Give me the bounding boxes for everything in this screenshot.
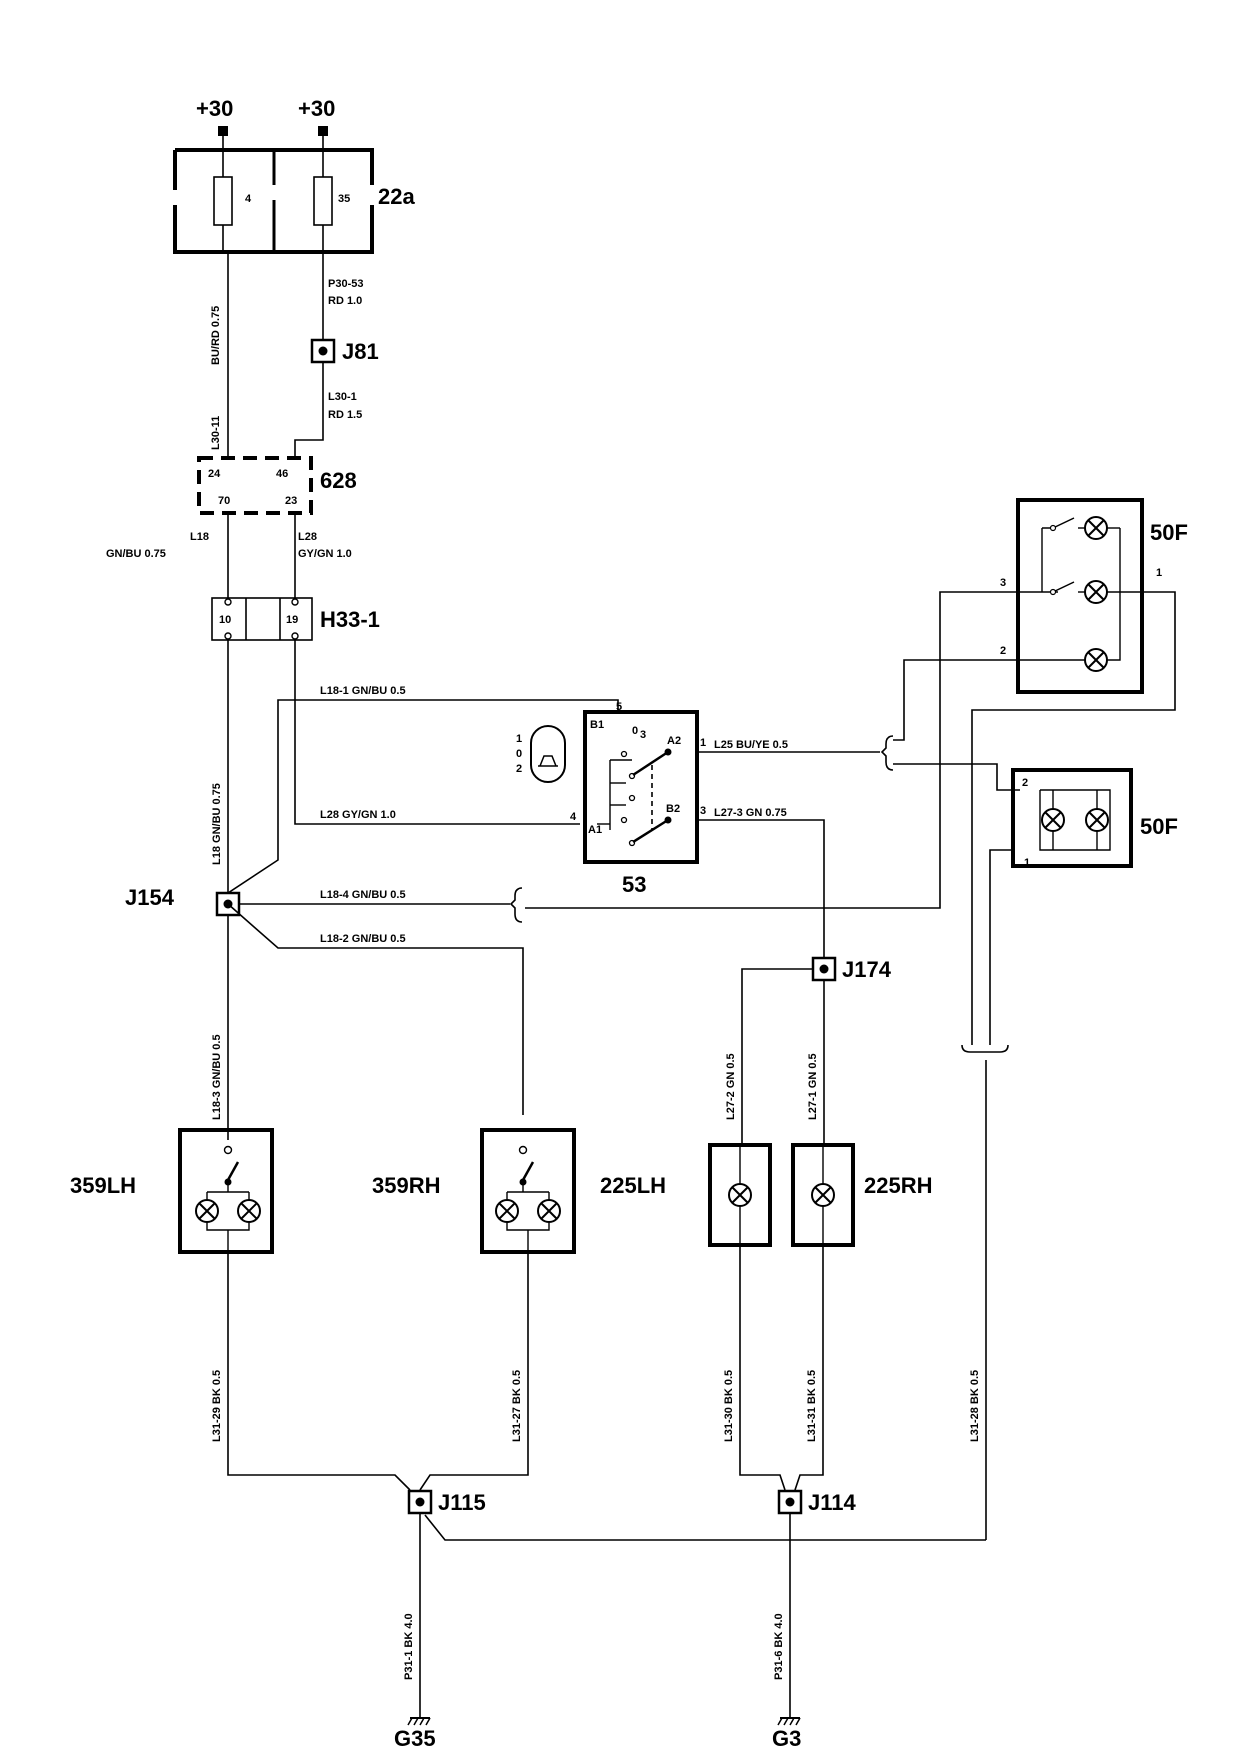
lamp-359rh-label: 359RH (372, 1173, 440, 1198)
switch-c3: 3 (640, 729, 646, 741)
wire-l18-4-label: L18-4 GN/BU 0.5 (320, 889, 406, 901)
symbol-pos-2: 2 (516, 763, 522, 775)
50f-bot-pin-1: 1 (1024, 857, 1030, 869)
switch-pin-1: 1 (700, 737, 706, 749)
wire-l18-1-label: L18-1 GN/BU 0.5 (320, 685, 406, 697)
junction-j115: J115 (407, 1489, 486, 1515)
wire-p30-53-label: P30-53 (328, 278, 363, 290)
wire-l28-label: L28 (298, 531, 317, 543)
lamp-50f-bottom: 50F 2 1 (1011, 768, 1178, 869)
switch-c0: 0 (632, 725, 638, 737)
supply-label-left: +30 (196, 96, 233, 121)
wire-l18-vert-label: L18 GN/BU 0.75 (211, 783, 223, 865)
lamp-50f-top: 50F 3 2 1 (1000, 498, 1188, 694)
pin-70-label: 70 (218, 495, 230, 507)
symbol-pos-0: 0 (516, 748, 522, 760)
junction-j81-label: J81 (342, 339, 379, 364)
lamp-50f-top-label: 50F (1150, 520, 1188, 545)
supply-label-right: +30 (298, 96, 335, 121)
pin-23-label: 23 (285, 495, 297, 507)
switch-b2: B2 (666, 803, 680, 815)
junction-j114: J114 (777, 1489, 856, 1515)
switch-pin-4: 4 (570, 811, 577, 823)
ground-g35: G35 (394, 1717, 436, 1750)
switch-53: 5 4 1 3 B1 A2 B2 A1 0 3 53 (570, 701, 706, 897)
connector-628: 24 46 70 23 628 (197, 456, 357, 515)
connector-h33-1-label: H33-1 (320, 607, 380, 632)
wire-l27-3-label: L27-3 GN 0.75 (714, 807, 787, 819)
supply-plus30-right: +30 (298, 96, 335, 150)
wire-l30-11-label: L30-11 (210, 416, 222, 450)
fuse-35-label: 35 (338, 193, 350, 205)
wire-l31-27-label: L31-27 BK 0.5 (511, 1370, 523, 1442)
lamp-359lh: 359LH (70, 1128, 274, 1254)
junction-j154: J154 (125, 885, 241, 917)
switch-b1: B1 (590, 719, 604, 731)
supply-plus30-left: +30 (196, 96, 233, 150)
symbol-pos-1: 1 (516, 733, 522, 745)
junction-j115-label: J115 (438, 1490, 486, 1515)
fuse-35 (313, 176, 333, 226)
ground-g3: G3 (772, 1717, 801, 1750)
50f-top-pin-3: 3 (1000, 577, 1006, 589)
fusebox-22a: 4 35 22a (173, 148, 415, 254)
wire-l30-1-label: L30-1 (328, 391, 357, 403)
wire-rd-10-label: RD 1.0 (328, 295, 362, 307)
wire-l27-1-label: L27-1 GN 0.5 (807, 1053, 819, 1120)
switch-pin-5: 5 (616, 701, 622, 713)
wire-gygn-10-label: GY/GN 1.0 (298, 548, 352, 560)
switch-pin-3: 3 (700, 805, 706, 817)
junction-j174: J174 (811, 956, 892, 982)
wire-bu-rd-label: BU/RD 0.75 (210, 306, 222, 365)
wire-l31-31-label: L31-31 BK 0.5 (806, 1370, 818, 1442)
headlamp-switch-symbol: 1 0 2 (516, 725, 566, 783)
ground-g3-label: G3 (772, 1726, 801, 1750)
wire-p31-6-label: P31-6 BK 4.0 (773, 1613, 785, 1680)
fusebox-label: 22a (378, 184, 415, 209)
lamp-359lh-label: 359LH (70, 1173, 136, 1198)
lamp-225lh-label: 225LH (600, 1173, 666, 1198)
junction-j174-label: J174 (842, 957, 892, 982)
ground-g35-label: G35 (394, 1726, 436, 1750)
lamp-225rh: 225RH (791, 1143, 932, 1247)
switch-a1: A1 (588, 824, 602, 836)
wire-l18-2-label: L18-2 GN/BU 0.5 (320, 933, 406, 945)
wire-l28-mid-label: L28 GY/GN 1.0 (320, 809, 396, 821)
lamp-225lh: 225LH (600, 1143, 772, 1247)
wire-l18-label: L18 (190, 531, 209, 543)
wire-l27-2-label: L27-2 GN 0.5 (725, 1053, 737, 1120)
50f-top-pin-1: 1 (1156, 567, 1162, 579)
50f-bot-pin-2: 2 (1022, 777, 1028, 789)
lamp-225rh-label: 225RH (864, 1173, 932, 1198)
wire-gnbu-075-label: GN/BU 0.75 (106, 548, 166, 560)
connector-628-label: 628 (320, 468, 357, 493)
50f-top-pin-2: 2 (1000, 645, 1006, 657)
junction-j81: J81 (310, 338, 379, 364)
connector-h33-1: 10 19 H33-1 (211, 597, 380, 641)
pin-46-label: 46 (276, 468, 288, 480)
pin-24-label: 24 (208, 468, 221, 480)
switch-a2: A2 (667, 735, 681, 747)
lamp-50f-bottom-label: 50F (1140, 814, 1178, 839)
pin-10-label: 10 (219, 614, 231, 626)
pin-19-label: 19 (286, 614, 298, 626)
lamp-359rh: 359RH (372, 1128, 576, 1254)
junction-j154-label: J154 (125, 885, 175, 910)
wire-p31-1-label: P31-1 BK 4.0 (403, 1613, 415, 1680)
wire-rd-15-label: RD 1.5 (328, 409, 362, 421)
fuse-4 (213, 176, 233, 226)
wire-l18-3-label: L18-3 GN/BU 0.5 (211, 1034, 223, 1120)
wire-l31-28-label: L31-28 BK 0.5 (969, 1370, 981, 1442)
fuse-4-label: 4 (245, 193, 252, 205)
junction-j114-label: J114 (808, 1490, 856, 1515)
switch-53-label: 53 (622, 872, 646, 897)
wire-l25-label: L25 BU/YE 0.5 (714, 739, 788, 751)
wire-l31-29-label: L31-29 BK 0.5 (211, 1370, 223, 1442)
wire-l31-30-label: L31-30 BK 0.5 (723, 1370, 735, 1442)
